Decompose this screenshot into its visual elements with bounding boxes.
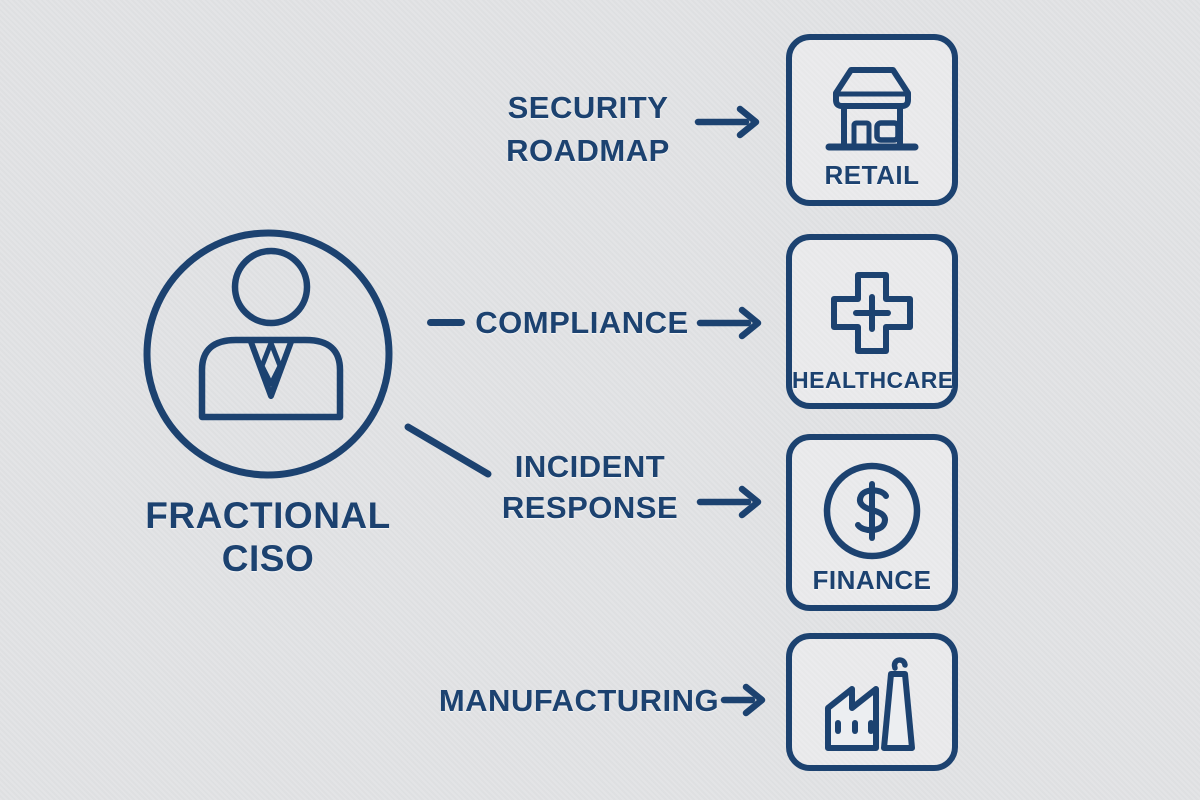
service-label-security-roadmap: SECURITY ROADMAP — [478, 86, 698, 172]
incident-response-line2: RESPONSE — [501, 490, 679, 525]
center-role-line1: FRACTIONAL — [145, 495, 391, 536]
compliance-connector-line — [427, 319, 465, 326]
industry-card-retail: RETAIL — [786, 34, 958, 206]
incident-connector-line — [404, 423, 492, 478]
storefront-icon — [825, 67, 919, 151]
arrow-security-to-retail-icon — [694, 105, 760, 139]
center-role-line2: CISO — [221, 538, 315, 579]
incident-response-line1: INCIDENT — [514, 449, 666, 484]
center-role-label: FRACTIONAL CISO — [108, 494, 428, 580]
service-label-manufacturing: MANUFACTURING — [438, 683, 720, 718]
service-label-incident-response: INCIDENT RESPONSE — [480, 446, 700, 528]
security-roadmap-line2: ROADMAP — [506, 133, 670, 168]
service-label-compliance: COMPLIANCE — [475, 305, 689, 340]
arrow-incident-to-finance-icon — [696, 485, 762, 519]
industry-label-finance: FINANCE — [812, 565, 932, 595]
arrow-compliance-to-healthcare-icon — [696, 306, 762, 340]
industry-card-factory — [786, 633, 958, 771]
medical-cross-icon — [831, 272, 913, 354]
security-roadmap-line1: SECURITY — [507, 90, 669, 125]
industry-card-healthcare: HEALTHCARE — [786, 234, 958, 409]
industry-card-finance: FINANCE — [786, 434, 958, 611]
industry-label-retail: RETAIL — [824, 160, 920, 190]
factory-icon — [825, 657, 915, 751]
arrow-manufacturing-to-factory-icon — [720, 683, 766, 717]
dollar-sign-icon — [823, 462, 921, 560]
industry-label-healthcare: HEALTHCARE — [792, 367, 954, 393]
business-person-icon — [143, 229, 393, 479]
